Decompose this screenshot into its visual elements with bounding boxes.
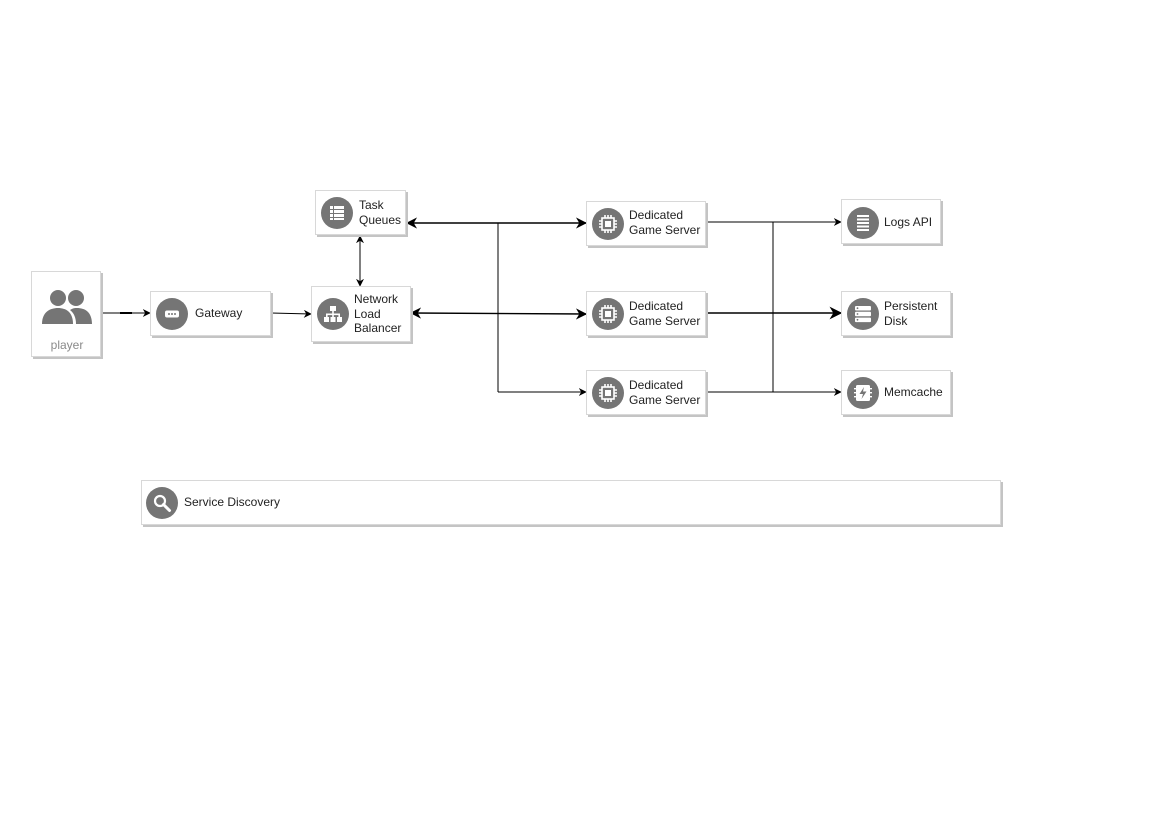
load-balancer-node[interactable]: Network Load Balancer: [311, 286, 411, 342]
gateway-node[interactable]: Gateway: [150, 291, 271, 336]
dgs-node-3[interactable]: Dedicated Game Server: [586, 370, 706, 415]
chip-icon: [592, 377, 624, 409]
edge-gateway-load-balancer: [270, 309, 312, 318]
list-icon: [321, 197, 353, 229]
disk-icon: [847, 298, 879, 330]
dgs-1-label: Dedicated Game Server: [629, 208, 701, 237]
persistent-disk-node[interactable]: Persistent Disk: [841, 291, 951, 336]
users-icon: [40, 286, 94, 326]
dgs-3-label: Dedicated Game Server: [629, 378, 701, 407]
chip-icon: [592, 298, 624, 330]
gateway-label: Gateway: [195, 306, 243, 320]
logs-api-label: Logs API: [884, 215, 933, 229]
service-discovery-node[interactable]: Service Discovery: [141, 480, 1001, 525]
search-icon: [146, 487, 178, 519]
memcache-node[interactable]: Memcache: [841, 370, 951, 415]
gateway-icon: [156, 298, 188, 330]
chip-icon: [592, 208, 624, 240]
service-discovery-label: Service Discovery: [184, 495, 281, 509]
dgs-node-1[interactable]: Dedicated Game Server: [586, 201, 706, 246]
persistent-disk-label: Persistent Disk: [884, 299, 938, 328]
memcache-label: Memcache: [884, 385, 943, 399]
load-balancer-label: Network Load Balancer: [354, 292, 402, 335]
task-queues-node[interactable]: Task Queues: [315, 190, 406, 235]
dgs-node-2[interactable]: Dedicated Game Server: [586, 291, 706, 336]
load-balancer-icon: [317, 298, 349, 330]
task-queues-label: Task Queues: [359, 198, 402, 227]
memcache-icon: [847, 377, 879, 409]
player-node[interactable]: player: [31, 271, 101, 357]
dgs-2-label: Dedicated Game Server: [629, 299, 701, 328]
logs-api-node[interactable]: Logs API: [841, 199, 941, 244]
player-label: player: [50, 338, 84, 352]
logs-icon: [847, 207, 879, 239]
